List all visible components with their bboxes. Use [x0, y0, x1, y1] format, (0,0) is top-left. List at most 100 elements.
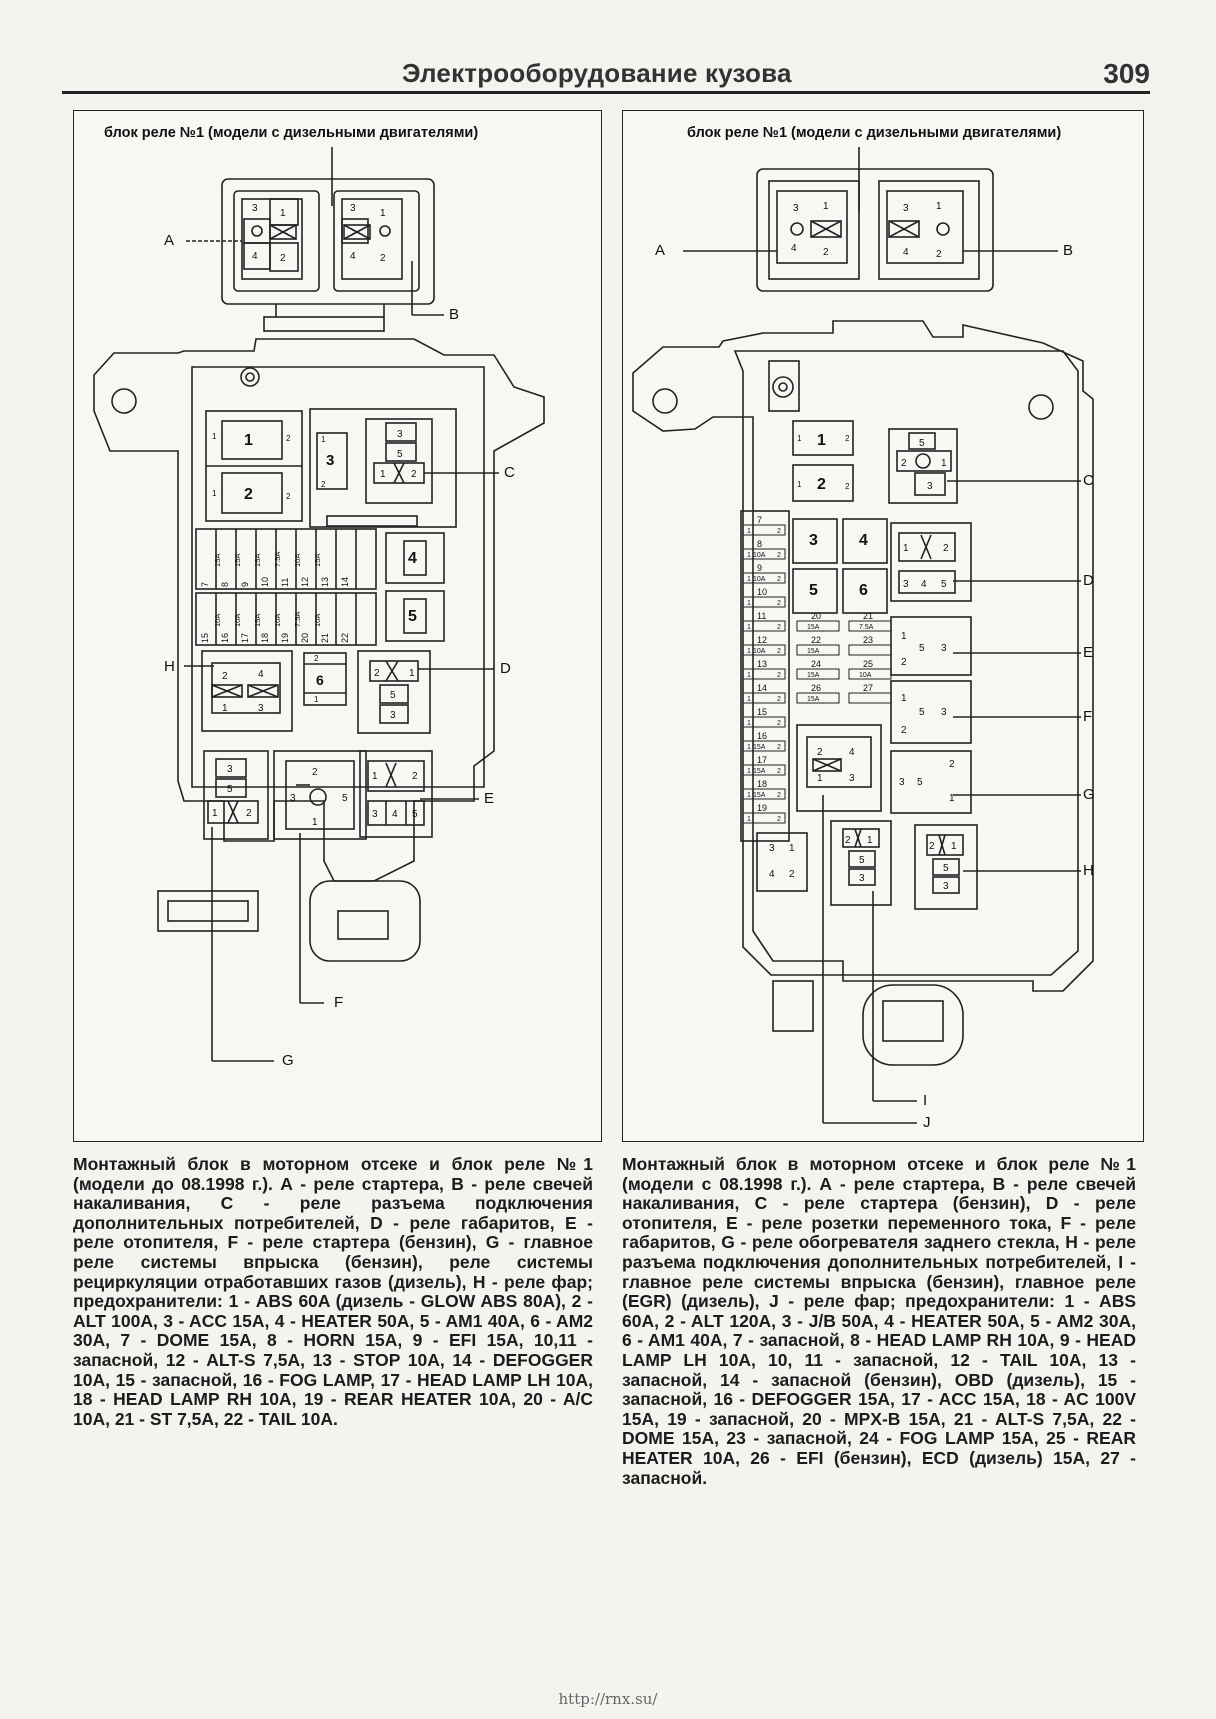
svg-text:3: 3: [809, 532, 818, 549]
fuse-number: 17: [240, 633, 250, 643]
fuse-rating: 15A: [807, 648, 820, 655]
fuse-number: 15: [200, 633, 210, 643]
fuse-slot: [848, 668, 892, 680]
fuse-pin-2: 2: [777, 624, 781, 631]
fuse-slot: [742, 620, 786, 632]
svg-text:3: 3: [849, 773, 855, 784]
fuse-number: 19: [757, 803, 767, 813]
fuse-rating: 15A: [807, 624, 820, 631]
svg-text:1: 1: [903, 543, 909, 554]
callout-c: C: [504, 464, 515, 481]
fuse-rating: 10A: [273, 614, 282, 627]
svg-text:3: 3: [769, 843, 775, 854]
fuse-number: 10: [757, 587, 767, 597]
left-fuse-box-diagram: 3 1 4 2 3 1 4 2 1 2: [93, 125, 545, 1069]
fuse-number: 19: [280, 633, 290, 643]
callout-d: D: [500, 660, 511, 677]
fuse-number: 25: [863, 659, 873, 669]
fuse-number: 17: [757, 755, 767, 765]
fuse-rating: 15A: [213, 554, 222, 567]
fuse-pin-2: 2: [777, 696, 781, 703]
fuse-pin-2: 2: [777, 648, 781, 655]
fuse-pin-2: 2: [777, 792, 781, 799]
fuse-number: 22: [340, 633, 350, 643]
fuse-pin-2: 2: [777, 744, 781, 751]
svg-text:1: 1: [212, 489, 217, 498]
callout-c: C: [1083, 472, 1094, 489]
svg-text:5: 5: [342, 793, 348, 804]
svg-text:2: 2: [901, 725, 907, 736]
svg-text:4: 4: [392, 809, 398, 820]
svg-text:5: 5: [919, 643, 925, 654]
svg-text:1: 1: [901, 693, 907, 704]
fuse-slot: [796, 620, 840, 632]
fuse-pin-1: 1: [747, 672, 751, 679]
svg-text:2: 2: [901, 657, 907, 668]
svg-text:5: 5: [412, 809, 418, 820]
svg-text:2: 2: [412, 771, 418, 782]
svg-text:1: 1: [797, 434, 802, 443]
fuse-slot: [742, 572, 786, 584]
fuse-rating: 10A: [213, 614, 222, 627]
svg-text:2: 2: [845, 482, 850, 491]
svg-text:6: 6: [859, 582, 868, 599]
svg-text:2: 2: [321, 480, 326, 489]
svg-text:4: 4: [252, 251, 258, 262]
page-header: Электрооборудование кузова 309: [62, 50, 1150, 94]
svg-text:1: 1: [951, 841, 957, 852]
fuse-number: 12: [300, 577, 310, 587]
fuse-rating: 7.5A: [273, 552, 282, 567]
fuse-number: 7: [757, 515, 762, 525]
fuse-pin-2: 2: [777, 768, 781, 775]
callout-b: B: [1063, 242, 1073, 259]
svg-text:5: 5: [390, 690, 396, 701]
fuse-pin-1: 1: [747, 792, 751, 799]
fuse-pin-1: 1: [747, 528, 751, 535]
left-diagram-panel: 3 1 4 2 3 1 4 2 1 2: [73, 110, 602, 1142]
fuse-pin-2: 2: [777, 576, 781, 583]
svg-text:3: 3: [390, 710, 396, 721]
svg-text:5: 5: [809, 582, 818, 599]
svg-text:3: 3: [227, 764, 233, 775]
fuse-slot: [848, 644, 892, 656]
fuse-pin-1: 1: [747, 576, 751, 583]
fuse-slot: [742, 596, 786, 608]
svg-text:2: 2: [817, 476, 826, 493]
fuse-rating: 10A: [753, 576, 766, 583]
svg-text:1: 1: [380, 469, 386, 480]
fuse-rating: 10A: [313, 614, 322, 627]
svg-text:2: 2: [222, 671, 228, 682]
svg-text:2: 2: [286, 492, 291, 501]
fuse-slot: [742, 692, 786, 704]
svg-text:2: 2: [380, 253, 386, 264]
fuse-number: 10: [260, 577, 270, 587]
fuse-pin-1: 1: [747, 552, 751, 559]
fuse-number: 13: [320, 577, 330, 587]
svg-text:4: 4: [350, 251, 356, 262]
fuse-slot: [742, 668, 786, 680]
svg-text:3: 3: [903, 579, 909, 590]
svg-text:2: 2: [817, 747, 823, 758]
fuse-pin-2: 2: [777, 600, 781, 607]
svg-text:2: 2: [246, 808, 252, 819]
fuse-slot: [742, 716, 786, 728]
svg-text:3: 3: [372, 809, 378, 820]
svg-text:3: 3: [903, 203, 909, 214]
svg-text:1: 1: [372, 771, 378, 782]
left-diagram-heading: блок реле №1 (модели с дизельными двигат…: [104, 125, 478, 141]
fuse-rating: 15A: [807, 672, 820, 679]
right-diagram-heading: блок реле №1 (модели с дизельными двигат…: [687, 125, 1061, 141]
fuse-number: 8: [220, 582, 230, 587]
callout-h: H: [164, 658, 175, 675]
svg-text:4: 4: [408, 550, 417, 567]
fuse-slot: [848, 620, 892, 632]
fuse-number: 18: [260, 633, 270, 643]
svg-text:1: 1: [380, 208, 386, 219]
svg-text:6: 6: [316, 672, 324, 688]
fuse-number: 24: [811, 659, 821, 669]
fuse-rating: 15A: [253, 554, 262, 567]
svg-text:3: 3: [899, 777, 905, 788]
callout-b: B: [449, 306, 459, 323]
